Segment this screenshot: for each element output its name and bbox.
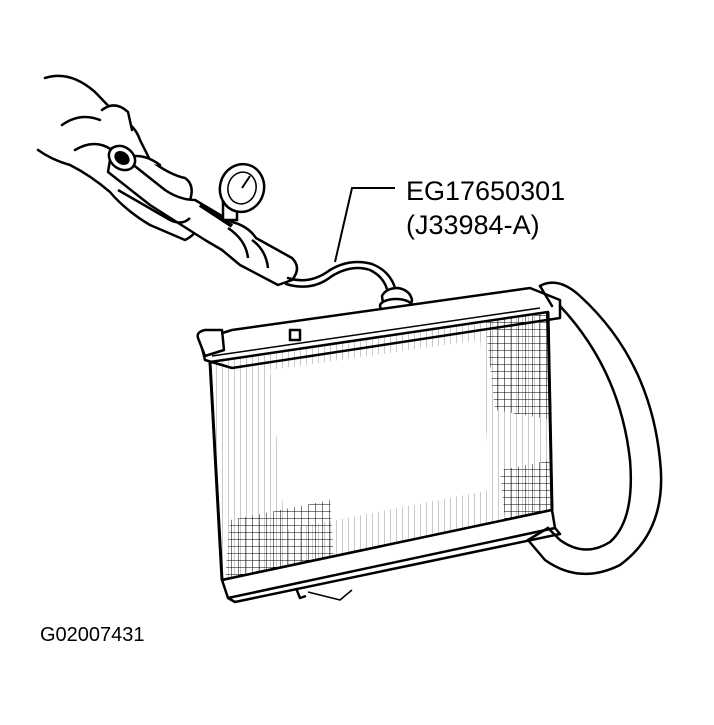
radiator-hose-icon — [526, 281, 663, 576]
pressure-tester-icon — [106, 144, 299, 287]
part-number-label: EG17650301 — [406, 176, 566, 206]
tool-number-label: (J33984-A) — [406, 210, 540, 240]
callout-leader — [334, 187, 395, 263]
pressure-gauge-icon — [218, 162, 266, 222]
radiator-icon — [196, 286, 562, 604]
figure-id-label: G02007431 — [40, 624, 145, 646]
tester-hose — [284, 260, 398, 296]
